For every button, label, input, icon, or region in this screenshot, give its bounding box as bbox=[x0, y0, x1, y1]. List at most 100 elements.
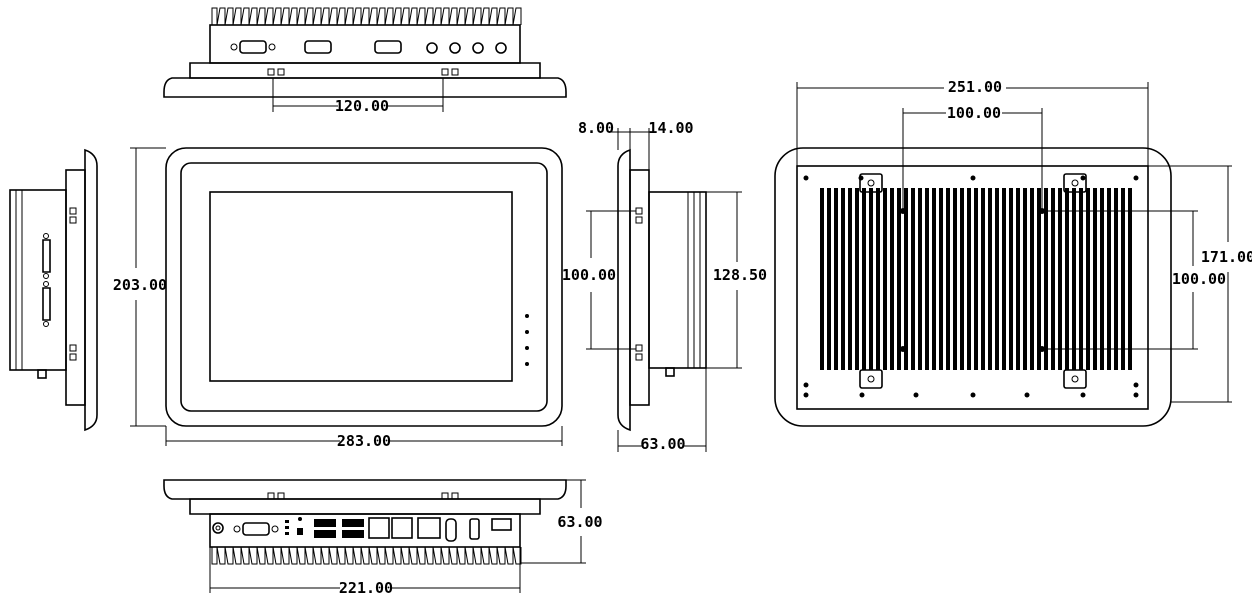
bottom-power-jack bbox=[212, 522, 224, 534]
rear-height-label: 171.00 bbox=[1201, 248, 1252, 266]
rear-fin bbox=[1023, 188, 1027, 370]
rear-fin bbox=[988, 188, 992, 370]
front-indicator-led bbox=[525, 314, 529, 318]
rear-fin bbox=[1044, 188, 1048, 370]
rear-fin bbox=[946, 188, 950, 370]
rear-fin bbox=[841, 188, 845, 370]
rear-fin bbox=[960, 188, 964, 370]
rear-screw bbox=[913, 392, 919, 398]
bottom-usb-vertical bbox=[469, 518, 480, 540]
top-heatsink-fins bbox=[211, 7, 522, 26]
top-db9-port-2 bbox=[304, 40, 332, 54]
bottom-terminal bbox=[491, 518, 512, 531]
rear-screw bbox=[970, 392, 976, 398]
bottom-width-label: 221.00 bbox=[339, 579, 393, 597]
front-bezel-outer bbox=[165, 147, 563, 427]
left-side-bezel bbox=[84, 148, 98, 432]
rear-vesa-horizontal-label: 100.00 bbox=[947, 104, 1001, 122]
rear-fin bbox=[1121, 188, 1125, 370]
top-connector-spacing-label: 120.00 bbox=[335, 97, 389, 115]
rear-screws bbox=[803, 175, 1139, 398]
front-height-label: 203.00 bbox=[113, 276, 167, 294]
top-db9-port-3 bbox=[374, 40, 402, 54]
right-side-plate bbox=[629, 169, 650, 406]
rear-screw bbox=[970, 175, 976, 181]
rear-heatsink-fins bbox=[820, 188, 1132, 370]
rear-fin bbox=[883, 188, 887, 370]
rear-fin bbox=[855, 188, 859, 370]
right-side-body bbox=[648, 191, 707, 369]
rear-fin bbox=[1051, 188, 1055, 370]
bottom-mount-plate bbox=[189, 498, 541, 515]
right-side-view: 8.00 14.00 100.00 128.50 63.00 bbox=[562, 119, 767, 453]
bottom-usb-port bbox=[314, 519, 336, 527]
left-side-connector bbox=[42, 239, 51, 273]
side-depth-b-label: 14.00 bbox=[648, 119, 693, 137]
bottom-lan-port-2 bbox=[417, 517, 441, 539]
bottom-bezel bbox=[163, 479, 567, 500]
rear-fin bbox=[1037, 188, 1041, 370]
rear-fin bbox=[876, 188, 880, 370]
side-body-height-label: 128.50 bbox=[713, 266, 767, 284]
top-mount-plate bbox=[189, 62, 541, 79]
rear-fin bbox=[932, 188, 936, 370]
rear-screw bbox=[1080, 392, 1086, 398]
rear-fin bbox=[1072, 188, 1076, 370]
rear-fin bbox=[1065, 188, 1069, 370]
rear-mount-lug bbox=[859, 173, 883, 193]
rear-fin bbox=[904, 188, 908, 370]
rear-fin bbox=[869, 188, 873, 370]
rear-fin bbox=[1016, 188, 1020, 370]
left-side-view bbox=[9, 148, 98, 432]
front-screen bbox=[209, 191, 513, 382]
rear-fin bbox=[1002, 188, 1006, 370]
left-side-body bbox=[9, 189, 67, 371]
bottom-view: 63.00 221.00 bbox=[163, 479, 603, 597]
rear-screw bbox=[803, 175, 809, 181]
rear-screw bbox=[1133, 382, 1139, 388]
top-db9-port bbox=[239, 40, 267, 54]
top-bezel bbox=[163, 77, 567, 98]
left-side-plate bbox=[65, 169, 86, 406]
rear-fin bbox=[1107, 188, 1111, 370]
rear-fin bbox=[827, 188, 831, 370]
bottom-depth-label: 63.00 bbox=[557, 513, 602, 531]
rear-screw bbox=[859, 392, 865, 398]
rear-fin bbox=[967, 188, 971, 370]
rear-fin bbox=[1009, 188, 1013, 370]
rear-fin bbox=[1093, 188, 1097, 370]
bottom-db9-port bbox=[242, 522, 270, 536]
rear-fin bbox=[918, 188, 922, 370]
bottom-heatsink-fins bbox=[211, 546, 522, 565]
rear-fin bbox=[1100, 188, 1104, 370]
rear-back-plate bbox=[796, 165, 1149, 410]
top-view: 120.00 bbox=[163, 7, 567, 115]
rear-screw bbox=[803, 392, 809, 398]
side-total-depth-label: 63.00 bbox=[640, 435, 685, 453]
rear-vesa-vertical-label: 100.00 bbox=[1172, 270, 1226, 288]
rear-fin bbox=[925, 188, 929, 370]
rear-fin bbox=[862, 188, 866, 370]
rear-fin bbox=[953, 188, 957, 370]
rear-screw bbox=[858, 175, 864, 181]
rear-fin bbox=[1030, 188, 1034, 370]
rear-screw bbox=[1133, 392, 1139, 398]
rear-fin bbox=[981, 188, 985, 370]
rear-fin bbox=[848, 188, 852, 370]
right-side-bezel bbox=[617, 148, 631, 432]
rear-screw bbox=[803, 382, 809, 388]
bottom-body bbox=[209, 513, 521, 548]
front-bezel-inner bbox=[180, 162, 548, 412]
rear-width-label: 251.00 bbox=[948, 78, 1002, 96]
front-width-label: 283.00 bbox=[337, 432, 391, 450]
top-body bbox=[209, 24, 521, 64]
front-view: 203.00 283.00 bbox=[113, 147, 563, 450]
rear-view: 251.00 100.00 171.00 100.00 bbox=[774, 78, 1252, 427]
side-depth-a-label: 8.00 bbox=[578, 119, 614, 137]
rear-screw bbox=[1024, 392, 1030, 398]
rear-screw bbox=[1080, 175, 1086, 181]
top-round-port bbox=[426, 42, 438, 54]
bottom-lan-port bbox=[368, 517, 390, 539]
rear-fin bbox=[911, 188, 915, 370]
